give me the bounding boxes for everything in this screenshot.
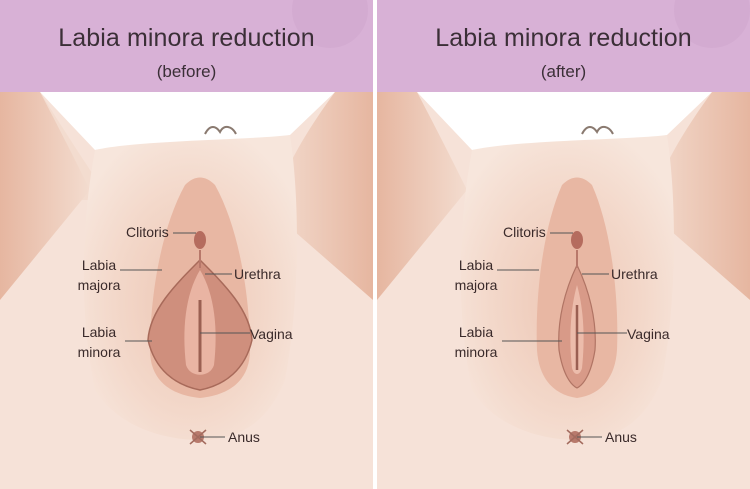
label-anus: Anus xyxy=(228,429,260,445)
anus-folds xyxy=(566,429,584,445)
label-clitoris: Clitoris xyxy=(126,224,169,240)
anus-folds xyxy=(189,429,207,445)
left-thigh-shade xyxy=(377,92,467,300)
label-labia-minora-line2: minora xyxy=(454,344,498,360)
illustration-before xyxy=(0,0,373,489)
panel-after: Labia minora reduction (after) Clitoris … xyxy=(377,0,750,489)
label-labia-majora-line1: Labia xyxy=(81,257,117,273)
clitoris-shape xyxy=(194,231,206,249)
leader-lines xyxy=(497,232,627,438)
leader-lines xyxy=(120,232,250,438)
hair-strands xyxy=(204,126,237,135)
label-labia-majora: Labia majora xyxy=(449,255,503,295)
label-labia-majora: Labia majora xyxy=(72,255,126,295)
label-labia-minora-line1: Labia xyxy=(81,324,117,340)
label-labia-minora: Labia minora xyxy=(72,322,126,362)
panel-header: Labia minora reduction (before) xyxy=(0,0,373,92)
label-clitoris: Clitoris xyxy=(503,224,546,240)
illustration-after xyxy=(377,0,750,489)
header-band xyxy=(0,0,373,92)
label-labia-majora-line2: majora xyxy=(77,277,121,293)
panel-before: Labia minora reduction (before) Clitoris… xyxy=(0,0,373,489)
label-vagina: Vagina xyxy=(250,326,293,342)
label-labia-majora-line1: Labia xyxy=(458,257,494,273)
panel-title: Labia minora reduction xyxy=(58,24,315,52)
panel-title: Labia minora reduction xyxy=(435,24,692,52)
label-labia-majora-line2: majora xyxy=(454,277,498,293)
label-labia-minora-line2: minora xyxy=(77,344,121,360)
decorative-flower xyxy=(674,0,750,48)
clitoris-shape xyxy=(571,231,583,249)
label-labia-minora: Labia minora xyxy=(449,322,503,362)
decorative-flower xyxy=(292,0,368,48)
label-anus: Anus xyxy=(605,429,637,445)
panel-subtitle: (before) xyxy=(156,62,217,81)
panel-subtitle: (after) xyxy=(540,62,587,81)
header-band xyxy=(377,0,750,92)
label-urethra: Urethra xyxy=(234,266,281,282)
label-labia-minora-line1: Labia xyxy=(458,324,494,340)
right-thigh-shade xyxy=(270,92,373,300)
top-space xyxy=(417,92,712,150)
label-urethra: Urethra xyxy=(611,266,658,282)
hair-strands xyxy=(581,126,614,135)
left-thigh-shade xyxy=(0,92,90,300)
panel-header: Labia minora reduction (after) xyxy=(377,0,750,92)
label-vagina: Vagina xyxy=(627,326,670,342)
right-thigh-shade xyxy=(647,92,750,300)
top-space xyxy=(40,92,335,150)
